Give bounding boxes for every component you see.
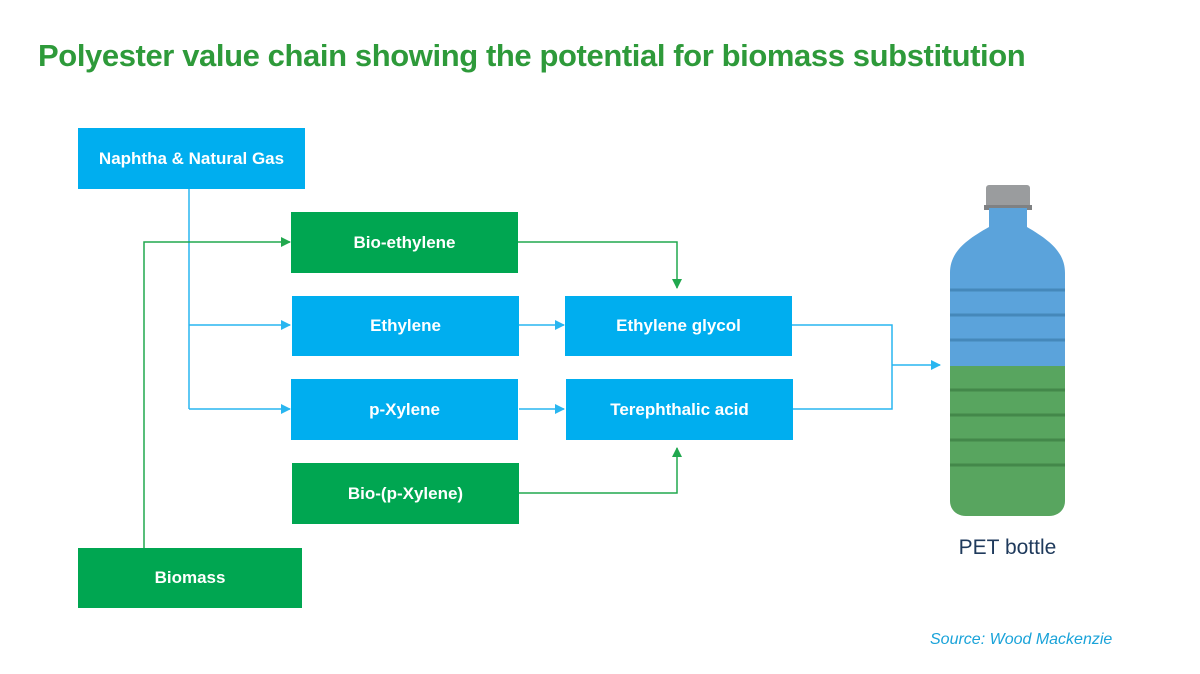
pet-bottle-label: PET bottle [958,536,1057,559]
biomass-box: Biomass [78,548,302,608]
diagram-title: Polyester value chain showing the potent… [38,38,1026,73]
arrow-bio-ethylene-to-ethylene-glycol [518,241,682,289]
bio-p-xylene-box: Bio-(p-Xylene) [292,463,519,524]
bottle-cap [986,185,1030,209]
bio-ethylene-box: Bio-ethylene [291,212,518,273]
arrow-bio-p-xylene-to-terephthalic-acid [519,447,682,494]
ethylene-box: Ethylene [292,296,519,356]
terephthalic-acid-box: Terephthalic acid [566,379,793,440]
ethylene-glycol-box: Ethylene glycol [565,296,792,356]
pet-bottle-icon [950,185,1065,516]
naphtha-natural-gas-box: Naphtha & Natural Gas [78,128,305,189]
bottle-upper-section [950,208,1065,366]
arrow-biomass-to-bio-ethylene [143,237,291,548]
bottle-cap-ring [984,205,1032,210]
line-ethylene-glycol-out [792,324,893,410]
source-credit: Source: Wood Mackenzie [930,631,1113,648]
p-xylene-box: p-Xylene [291,379,518,440]
